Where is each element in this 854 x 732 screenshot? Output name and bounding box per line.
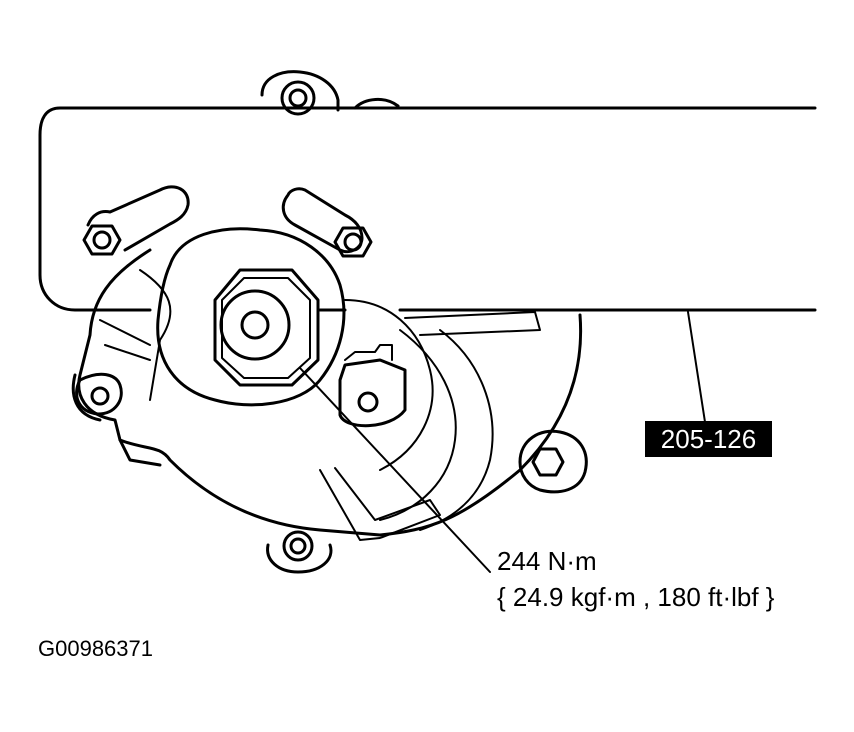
left-ear-hole xyxy=(77,374,122,414)
top-bolt-boss xyxy=(262,72,398,114)
tool-leader-line xyxy=(688,312,705,422)
bracket-hole xyxy=(340,345,405,426)
lower-strap xyxy=(320,468,440,540)
bottom-bolt-boss xyxy=(268,532,331,572)
holding-tool-bar xyxy=(40,108,815,335)
pinion-flange xyxy=(158,229,493,530)
tool-number-tag: 205-126 xyxy=(645,421,772,457)
torque-value-alternates: { 24.9 kgf·m , 180 ft·lbf } xyxy=(497,582,775,612)
torque-value-metric: 244 N·m xyxy=(497,546,597,576)
differential-housing xyxy=(73,250,580,535)
right-slot-bolt xyxy=(335,228,371,256)
left-slot-bolt xyxy=(84,226,120,254)
center-nut xyxy=(215,270,318,385)
torque-leader-line xyxy=(300,368,490,572)
figure-id: G00986371 xyxy=(38,636,153,661)
lower-right-bolt xyxy=(520,431,586,492)
